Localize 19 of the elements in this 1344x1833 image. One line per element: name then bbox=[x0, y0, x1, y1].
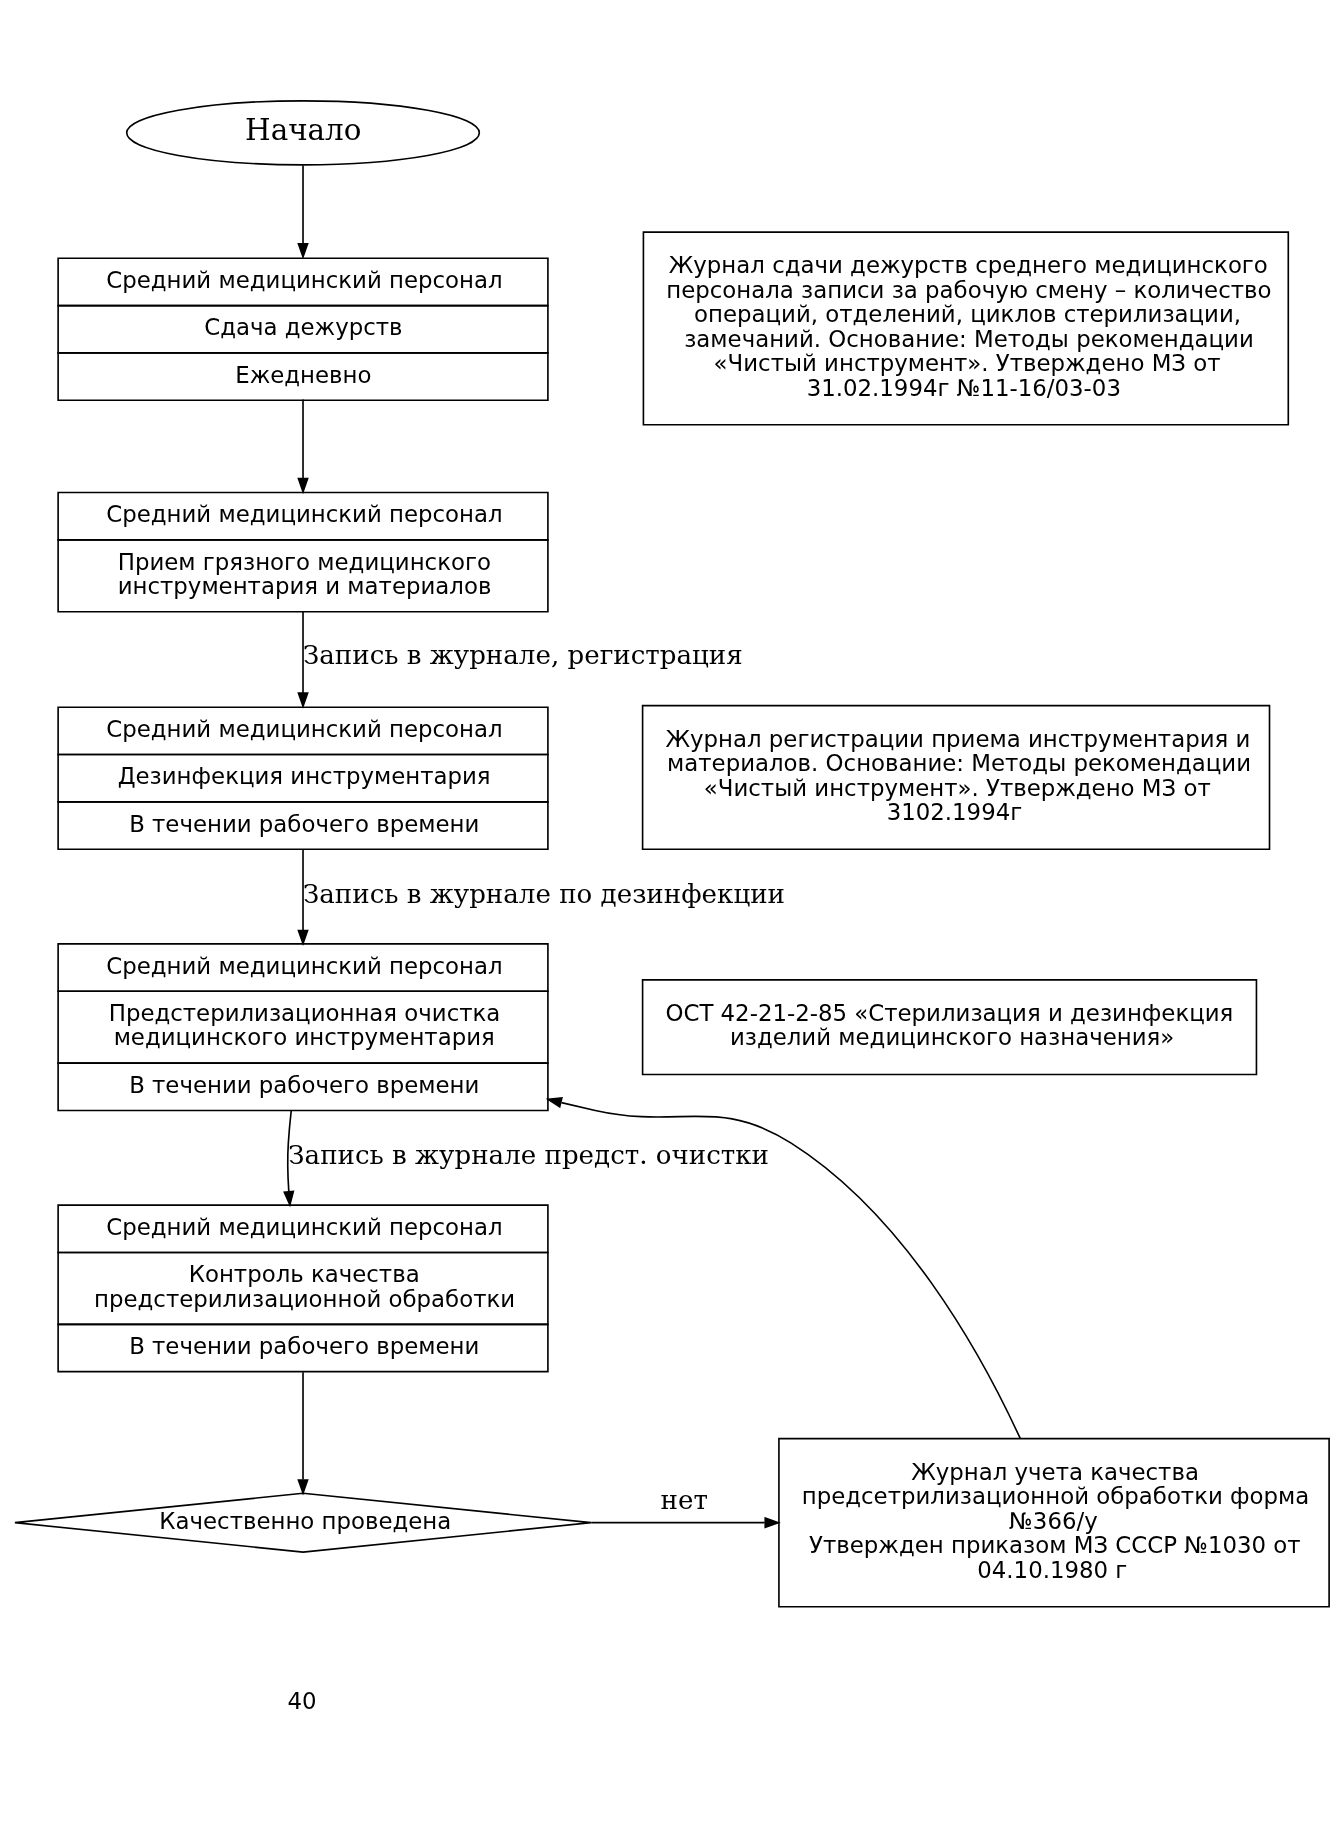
edge-label: Запись в журнале по дезинфекции bbox=[303, 878, 785, 909]
arrow bbox=[590, 1516, 781, 1529]
node-box: Журнал сдачи дежурств среднего медицинского персонала записи за рабочую смену – количество операций, отделений, циклов стерилизации, замечаний. Основание: Методы рекомендации «Чистый инструмент». Утверждено МЗ от 31.02.1994г №11-16/03-03 bbox=[642, 231, 1290, 426]
arrow bbox=[297, 164, 309, 260]
node-box: ОСТ 42-21-2-85 «Стерилизация и дезинфекция изделий медицинского назначения» bbox=[641, 979, 1258, 1076]
arrow bbox=[297, 398, 309, 495]
arrow bbox=[297, 610, 309, 709]
arrow bbox=[283, 1109, 295, 1208]
arrow bbox=[297, 1371, 309, 1496]
node-diamond: Качественно проведена bbox=[14, 1492, 592, 1553]
node-box: Журнал учета качества предсетрилизационной обработки форма №366/у Утвержден приказом МЗ СССР №1030 от 04.10.1980 г bbox=[778, 1437, 1330, 1608]
node-ellipse: Начало bbox=[125, 100, 481, 166]
arrow bbox=[297, 848, 309, 947]
arrow bbox=[545, 1097, 1022, 1440]
edge-label: Запись в журнале, регистрация bbox=[303, 640, 743, 671]
label: 40 bbox=[287, 1688, 317, 1715]
node-box: Журнал регистрации приема инструментария и материалов. Основание: Методы рекомендации «Чистый инструмент». Утверждено МЗ от 3102.1994г bbox=[641, 704, 1271, 851]
edge-label: Запись в журнале предст. очистки bbox=[288, 1140, 769, 1170]
edge-label: нет bbox=[660, 1485, 708, 1516]
